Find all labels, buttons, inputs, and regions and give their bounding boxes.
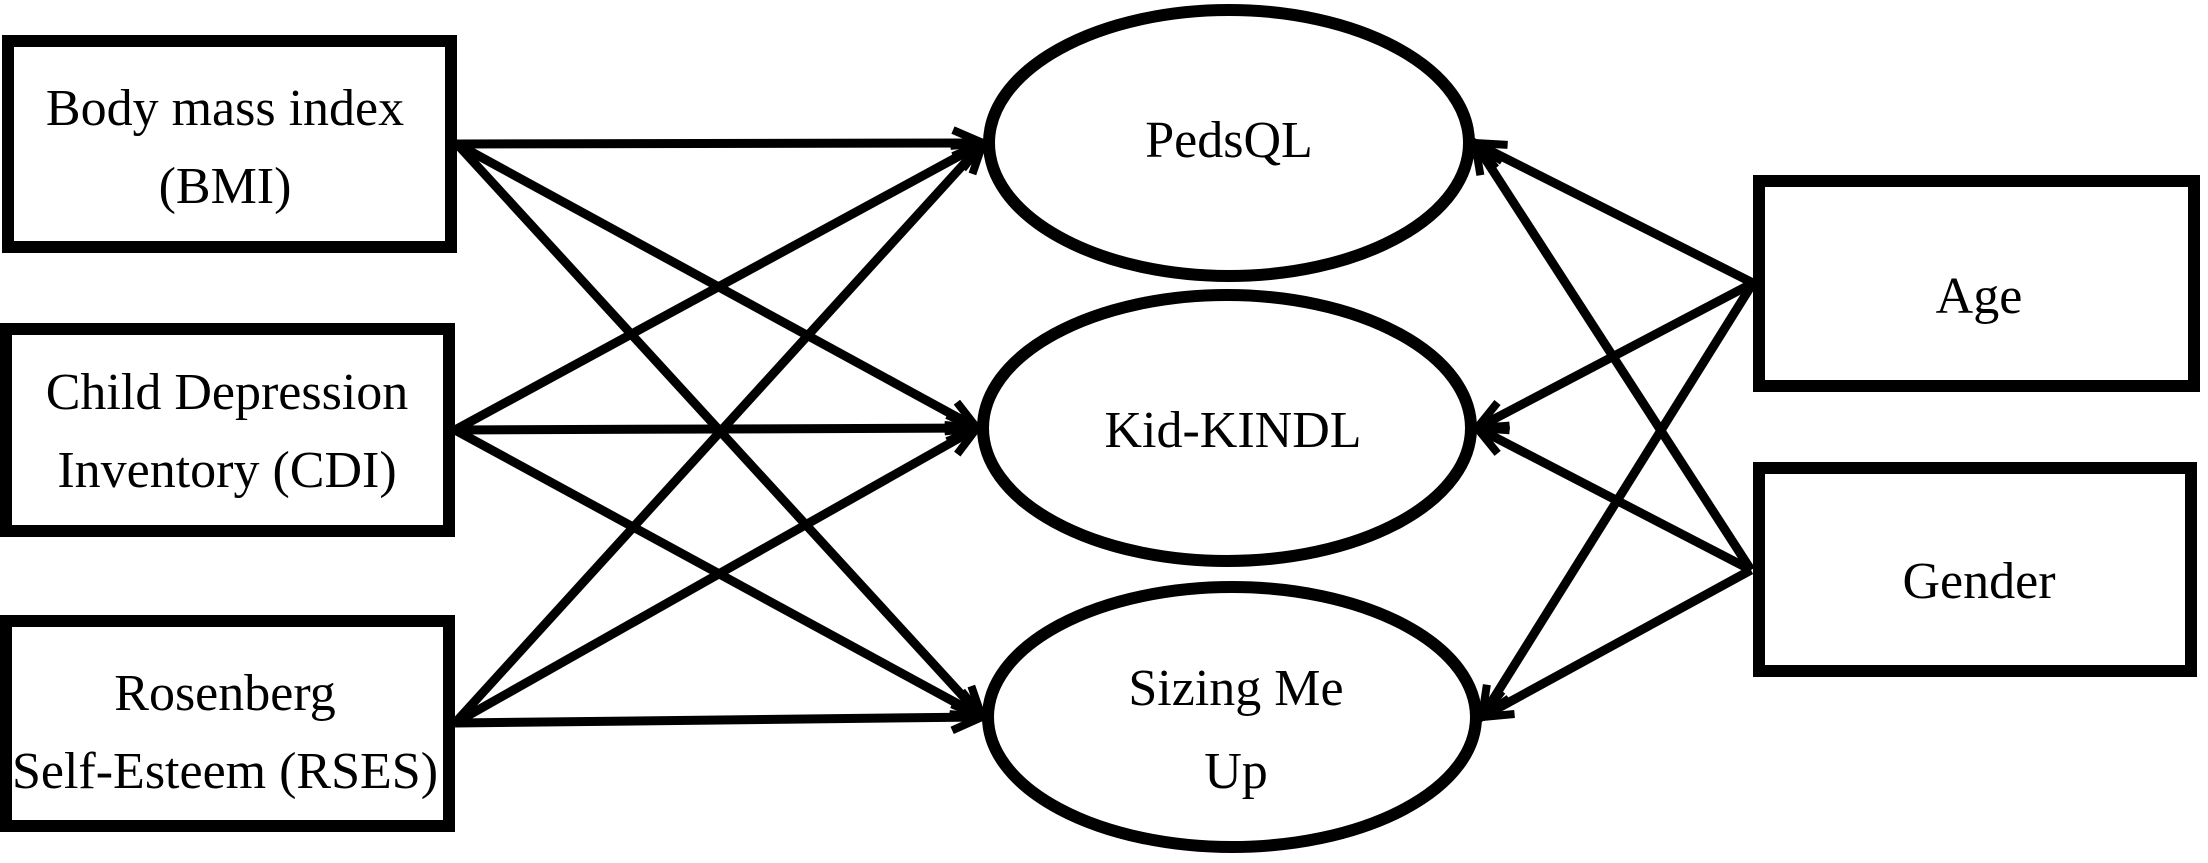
age-label: Age [1936, 268, 2023, 325]
node-kid-kindl: Kid-KINDL [977, 289, 1477, 567]
arrow-cdi-to-kid_kindl [454, 428, 977, 430]
sizing-me-up-label-line2: Up [1204, 743, 1268, 800]
arrows-group [451, 143, 1757, 727]
node-cdi: Child Depression Inventory (CDI) [0, 323, 455, 537]
rses-label-line2: Self-Esteem (RSES) [12, 743, 438, 800]
node-age: Age [1753, 175, 2200, 392]
node-gender: Gender [1753, 462, 2197, 677]
arrow-rses-to-sizing_me_up [454, 717, 982, 723]
arrow-age-to-pedsql [1475, 143, 1756, 288]
arrow-gender-to-kid_kindl [1477, 428, 1754, 574]
node-sizing-me-up: Sizing Me Up [982, 581, 1482, 853]
cdi-box [0, 323, 455, 537]
rses-box [0, 615, 455, 832]
kid-kindl-label: Kid-KINDL [1104, 402, 1361, 459]
rses-label-line1: Rosenberg [114, 665, 335, 722]
cdi-label-line2: Inventory (CDI) [57, 442, 396, 499]
age-box [1753, 175, 2200, 392]
pedsql-ellipse [983, 4, 1475, 282]
arrow-gender-to-sizing_me_up [1482, 566, 1754, 717]
node-pedsql: PedsQL [983, 4, 1475, 282]
node-rses: Rosenberg Self-Esteem (RSES) [0, 615, 455, 832]
kid-kindl-ellipse [977, 289, 1477, 567]
gender-label: Gender [1902, 553, 2055, 610]
arrow-rses-to-kid_kindl [452, 428, 977, 727]
node-bmi: Body mass index (BMI) [2, 35, 457, 253]
cdi-label-line1: Child Depression [46, 364, 409, 421]
arrow-gender-to-pedsql [1475, 143, 1755, 573]
arrow-cdi-to-pedsql [452, 143, 983, 434]
bmi-box [2, 35, 457, 253]
arrow-bmi-to-pedsql [456, 143, 983, 144]
sizing-me-up-ellipse [982, 581, 1482, 853]
bmi-label-line2: (BMI) [159, 158, 292, 215]
gender-box [1753, 462, 2197, 677]
bmi-label-line1: Body mass index [46, 80, 404, 137]
pedsql-label: PedsQL [1145, 112, 1313, 169]
arrow-rses-to-pedsql [451, 143, 983, 727]
sizing-me-up-label-line1: Sizing Me [1128, 660, 1343, 717]
